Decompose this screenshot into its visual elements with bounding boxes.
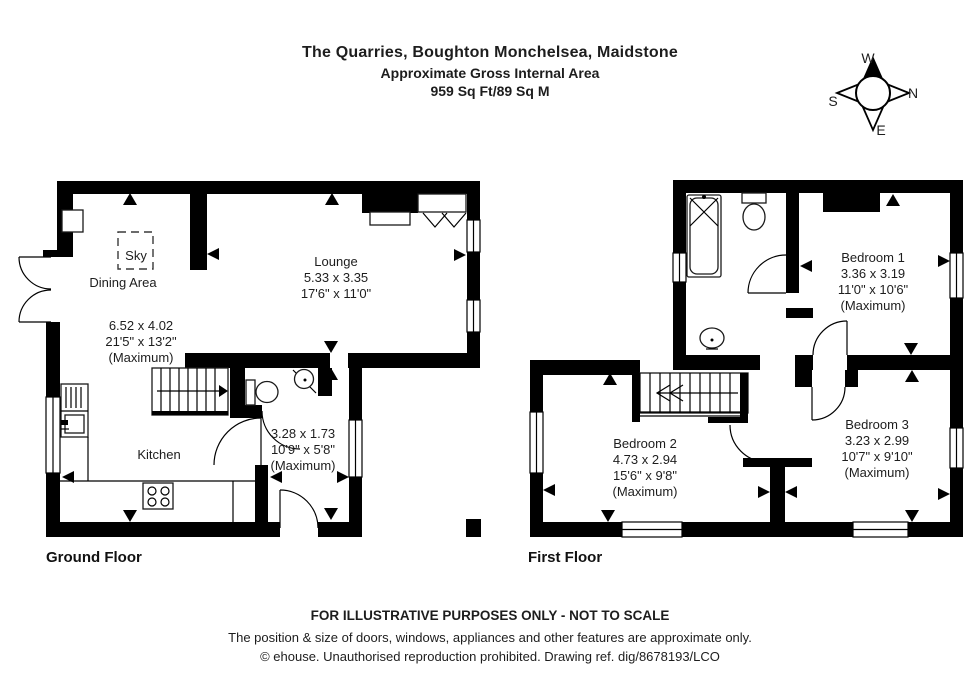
first-measure-arrows	[543, 194, 950, 522]
window	[852, 521, 909, 538]
first-floor-title: First Floor	[528, 549, 602, 566]
bedroom1-dim-metric: 3.36 x 3.19	[841, 266, 905, 281]
footer-notice: FOR ILLUSTRATIVE PURPOSES ONLY - NOT TO …	[310, 608, 670, 623]
dining-dim-note: (Maximum)	[109, 350, 174, 365]
ground-floor-labels: Sky Dining Area 6.52 x 4.02 21'5" x 13'2…	[46, 248, 372, 566]
compass-north-label: N	[908, 85, 918, 101]
window	[672, 252, 687, 283]
cupboard-icon	[61, 209, 84, 233]
bedroom3-label: Bedroom 3	[845, 417, 909, 432]
compass-west-label: W	[861, 50, 875, 66]
stairs-up-arrow-icon	[157, 385, 228, 397]
ground-floor-windows	[45, 219, 481, 478]
bedroom1-label: Bedroom 1	[841, 250, 905, 265]
bedroom2-dim-metric: 4.73 x 2.94	[613, 452, 677, 467]
hob-icon	[142, 482, 174, 510]
first-floor-doors	[729, 254, 848, 463]
ground-floor-stairs	[151, 367, 229, 416]
bedroom2-door	[729, 424, 768, 463]
kitchen-door	[213, 417, 262, 466]
kitchen-counter	[60, 437, 255, 522]
bedroom1-door	[812, 320, 848, 356]
bedroom3-dim-metric: 3.23 x 2.99	[845, 433, 909, 448]
ground-floor-doors	[18, 256, 319, 529]
hearth-icon	[369, 211, 411, 226]
window	[949, 427, 964, 469]
bathroom-door	[747, 254, 787, 294]
page-title: The Quarries, Boughton Monchelsea, Maids…	[302, 44, 678, 61]
bedroom2-label: Bedroom 2	[613, 436, 677, 451]
hall-dim-note: (Maximum)	[271, 458, 336, 473]
footer-disclaimer: The position & size of doors, windows, a…	[228, 630, 752, 645]
first-floor-stairs	[632, 372, 749, 423]
first-floor-walls	[530, 180, 963, 537]
window	[466, 299, 481, 333]
lounge-dim-imperial: 17'6" x 11'0"	[301, 286, 372, 301]
lounge-label: Lounge	[314, 254, 357, 269]
hall-dim-metric: 3.28 x 1.73	[271, 426, 335, 441]
bedroom3-door	[811, 386, 846, 421]
stairs-down-arrow-icon	[655, 384, 738, 402]
sink-unit-icon	[60, 383, 89, 438]
sky-label: Sky	[125, 248, 147, 263]
dining-dim-metric: 6.52 x 4.02	[109, 318, 173, 333]
dining-fixtures	[61, 193, 467, 270]
compass-icon: W N S E	[828, 50, 918, 138]
bedroom1-dim-imperial: 11'0" x 10'6"	[838, 282, 909, 297]
toilet-icon	[245, 379, 279, 406]
ground-measure-arrows	[62, 193, 466, 522]
window	[466, 219, 481, 253]
window	[949, 252, 964, 299]
french-doors	[18, 256, 52, 323]
window	[348, 419, 363, 478]
compass-east-label: E	[876, 122, 885, 138]
first-floor-windows	[529, 252, 964, 538]
kitchen-fixtures	[60, 383, 255, 522]
basin-icon	[699, 327, 725, 350]
front-door	[279, 489, 319, 529]
first-floor-plan: Bedroom 1 3.36 x 3.19 11'0" x 10'6" (Max…	[528, 180, 964, 566]
bedroom2-dim-note: (Maximum)	[613, 484, 678, 499]
toilet-icon	[741, 192, 767, 231]
recess-icon	[417, 193, 467, 228]
page-subtitle: Approximate Gross Internal Area	[380, 65, 600, 81]
bedroom3-dim-note: (Maximum)	[845, 465, 910, 480]
bathroom-fixtures	[686, 192, 767, 350]
bedroom3-dim-imperial: 10'7" x 9'10"	[841, 449, 913, 464]
corner-basin-icon	[292, 368, 317, 394]
ground-floor-title: Ground Floor	[46, 549, 142, 566]
bath-icon	[686, 194, 722, 278]
window	[621, 521, 683, 538]
bedroom1-dim-note: (Maximum)	[841, 298, 906, 313]
dining-area-label: Dining Area	[89, 275, 157, 290]
footer-copyright: © ehouse. Unauthorised reproduction proh…	[260, 649, 720, 664]
skylight-outline	[117, 231, 154, 270]
compass-south-label: S	[828, 93, 837, 109]
first-floor-labels: Bedroom 1 3.36 x 3.19 11'0" x 10'6" (Max…	[528, 250, 913, 566]
lounge-dim-metric: 5.33 x 3.35	[304, 270, 368, 285]
bedroom2-dim-imperial: 15'6" x 9'8"	[613, 468, 677, 483]
window	[529, 411, 544, 474]
window	[45, 396, 61, 474]
wc-fixtures	[245, 368, 317, 406]
ground-floor-plan: Sky Dining Area 6.52 x 4.02 21'5" x 13'2…	[18, 181, 481, 566]
hall-dim-imperial: 10'9" x 5'8"	[271, 442, 335, 457]
dining-dim-imperial: 21'5" x 13'2"	[105, 334, 177, 349]
kitchen-label: Kitchen	[137, 447, 180, 462]
wc-door	[261, 410, 301, 450]
total-area: 959 Sq Ft/89 Sq M	[430, 83, 550, 99]
